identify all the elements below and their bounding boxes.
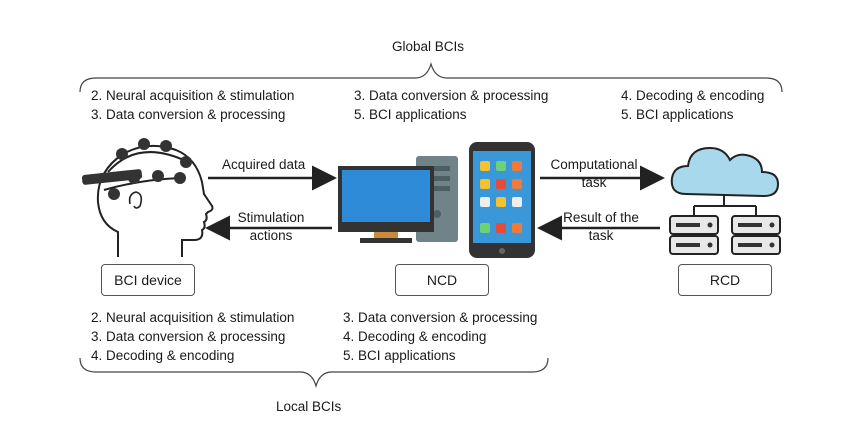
list-item: 4. Decoding & encoding [621,88,765,103]
global-right-list: 4. Decoding & encoding 5. BCI applicatio… [621,86,764,124]
list-item: 3. Data conversion & processing [343,310,538,325]
global-left-list: 2. Neural acquisition & stimulation 3. D… [91,86,294,124]
computational-label: Computational task [550,157,638,190]
list-item: 3. Data conversion & processing [354,88,549,103]
result-label: Result of the task [563,210,639,243]
cloud-server-icon [669,146,781,255]
desktop-computer-icon [338,156,458,243]
head-with-electrode-cap-icon [81,138,214,257]
list-item: 4. Decoding & encoding [91,348,235,363]
list-item: 5. BCI applications [343,348,456,363]
list-item: 2. Neural acquisition & stimulation [91,88,295,103]
local-brace [79,357,549,389]
list-item: 5. BCI applications [621,107,734,122]
bci-device-box: BCI device [101,264,195,296]
stimulation-label: Stimulation actions [237,210,305,243]
list-item: 5. BCI applications [354,107,467,122]
list-item: 4. Decoding & encoding [343,329,487,344]
list-item: 3. Data conversion & processing [91,107,286,122]
global-brace [79,61,783,93]
local-left-list: 2. Neural acquisition & stimulation 3. D… [91,308,294,365]
smartphone-icon [469,142,535,258]
acquired-label: Acquired data [222,157,306,172]
list-item: 3. Data conversion & processing [91,329,286,344]
rcd-box: RCD [678,264,772,296]
ncd-box: NCD [395,264,489,296]
list-item: 2. Neural acquisition & stimulation [91,310,295,325]
global-mid-list: 3. Data conversion & processing 5. BCI a… [354,86,548,124]
global-title: Global BCIs [392,39,465,54]
local-mid-list: 3. Data conversion & processing 4. Decod… [343,308,537,365]
local-title: Local BCIs [276,399,342,414]
